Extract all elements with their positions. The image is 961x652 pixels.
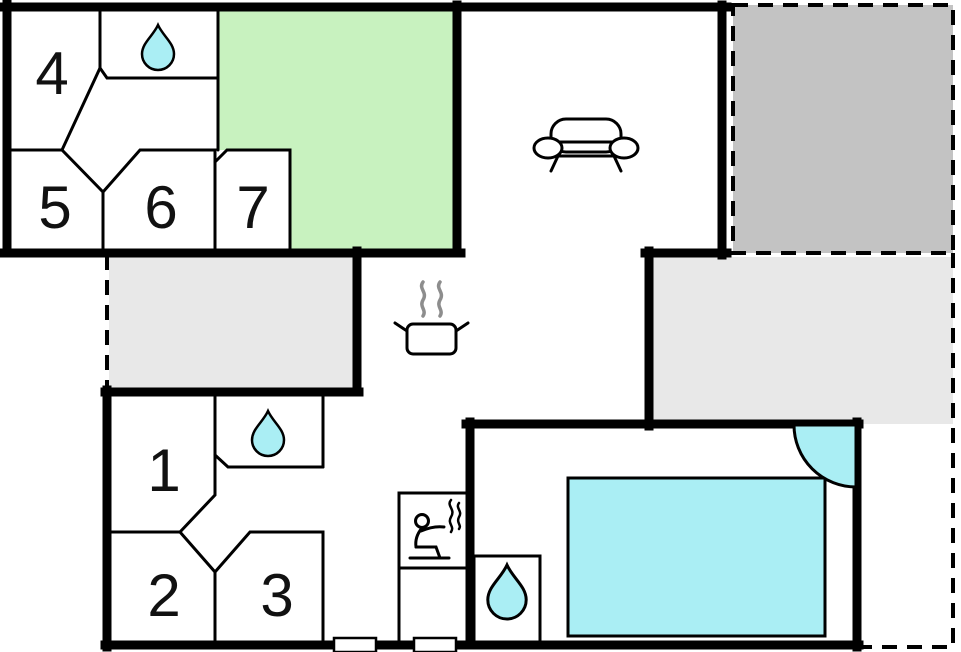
water-drops [140, 21, 528, 621]
pot-body [405, 322, 458, 356]
room-label-6: 6 [144, 174, 177, 241]
green-room [218, 5, 455, 251]
plot-boundary-dashed [105, 253, 955, 649]
terrace-right [653, 257, 953, 424]
pot [393, 321, 470, 356]
steam-lines [419, 280, 444, 318]
room-label-1: 1 [147, 437, 180, 504]
sofa-icon [532, 117, 640, 173]
person-legs [414, 545, 442, 560]
pot-handle [393, 321, 409, 333]
door-marker [332, 636, 378, 652]
carport-area [731, 3, 955, 255]
sofa-leg [549, 154, 560, 173]
partition-segment [213, 530, 325, 647]
partition-segment [101, 148, 217, 255]
water-drop-icon [250, 407, 286, 458]
room-label-3: 3 [260, 562, 293, 629]
swimming-pool [566, 476, 827, 638]
steam-line [419, 280, 427, 318]
room-label-7: 7 [236, 174, 269, 241]
partition-segment [178, 390, 217, 534]
partition-segment [108, 530, 217, 647]
sauna-steam-line [456, 501, 462, 531]
sofa-arm [608, 136, 640, 160]
door-markers [332, 636, 458, 652]
sofa-leg [612, 154, 623, 173]
sofa-arm [532, 136, 564, 160]
room-labels: 4 5 6 7 1 2 3 [35, 40, 293, 629]
room-label-4: 4 [35, 40, 68, 107]
door-marker [412, 636, 458, 652]
water-drop-icon [140, 21, 176, 72]
sauna-steam-line [448, 498, 454, 534]
person-arm [419, 525, 446, 533]
partition-segment [213, 148, 292, 255]
cooking-pot-icon [393, 280, 470, 356]
sauna-person-icon [408, 498, 462, 560]
partition-segment [98, 66, 220, 80]
walls-thick [0, 0, 864, 652]
walls-thin [2, 3, 542, 647]
room-label-2: 2 [147, 562, 180, 629]
terrace-left [109, 257, 357, 390]
sofa-back [549, 117, 623, 154]
person-head [414, 513, 430, 529]
steam-line [436, 280, 444, 318]
room-label-5: 5 [38, 174, 71, 241]
pot-handle [454, 321, 470, 333]
partition-segment [213, 453, 325, 469]
water-drop-icon [486, 561, 528, 621]
partition-segment [2, 148, 105, 255]
corner-shower-icon [792, 423, 858, 489]
